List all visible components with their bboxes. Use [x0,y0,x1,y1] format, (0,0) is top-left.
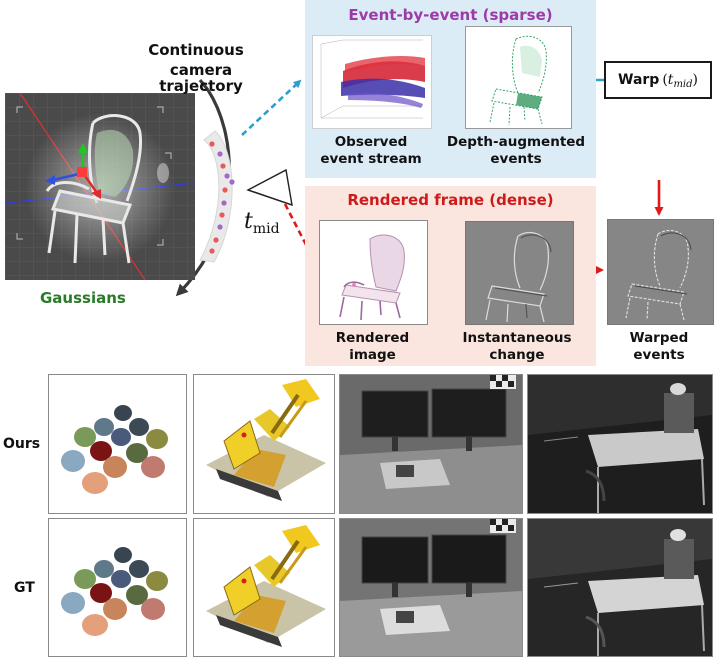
ours-helmets-image [48,374,187,514]
row-label-gt: GT [14,580,35,596]
warp-label: Warp [618,72,660,88]
checkerboard-icon [490,375,516,389]
warped-label-line1: Warped [629,330,689,346]
trajectory-curve-top [198,79,210,91]
t-mid-label: tmid [244,209,280,238]
sparse-panel-title: Event-by-event (sparse) [348,6,553,24]
warp-box: Warp (tmid) [604,61,712,99]
change-label-line2: change [489,347,545,363]
helmet-cluster [61,405,168,494]
gaussians-scene [5,93,195,280]
ours-room-image [527,374,713,514]
warp-arg: (tmid) [662,72,698,90]
observed-label-line2: event stream [320,151,422,167]
warped-events-image [607,219,714,325]
observed-label-line1: Observed [334,134,408,150]
warped-label-line2: events [633,347,685,363]
trajectory-samples [209,141,235,254]
trajectory-label-line1: Continuous [148,41,244,59]
t-mid-subscript: mid [252,221,280,237]
ours-lego-image [193,374,335,514]
chair-gaussians [45,114,143,264]
event-cloud [341,56,425,108]
t-mid-symbol: t [244,209,253,234]
camera-frustum-icon [246,168,293,207]
rendered-label-line1: Rendered [335,330,410,346]
gaussians-viewport [5,93,195,280]
gt-desk-image [339,518,523,657]
ours-desk-image [339,374,523,514]
dense-panel-title: Rendered frame (dense) [347,191,554,209]
instantaneous-change-image [465,221,574,325]
gt-lego-image [193,518,335,657]
arrow-to-sparse [241,79,302,136]
trajectory-label-line2: camera trajectory [159,61,243,95]
gaussians-label: Gaussians [40,289,126,307]
observed-event-stream-image [312,35,432,129]
change-label-line1: Instantaneous [462,330,572,346]
row-label-ours: Ours [3,436,41,452]
gt-room-image [527,518,713,657]
depth-label-line1: Depth-augmented [446,134,586,150]
depth-augmented-events-image [465,26,572,129]
depth-label-line2: events [490,151,542,167]
rendered-image [319,220,428,325]
rendered-label-line2: image [349,347,396,363]
gt-helmets-image [48,518,187,657]
